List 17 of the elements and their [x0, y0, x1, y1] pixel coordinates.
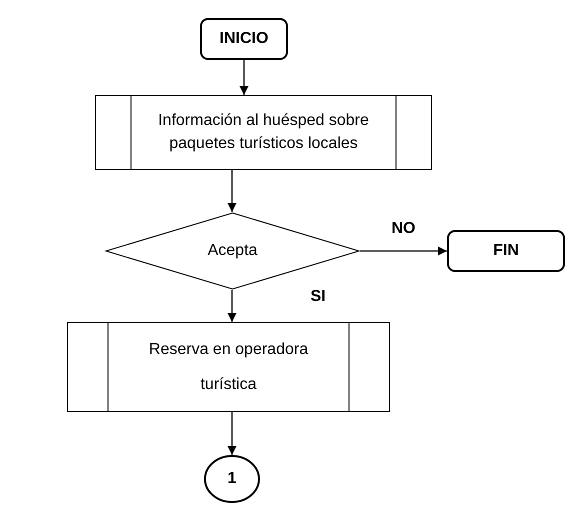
- node-text: 1: [228, 468, 236, 489]
- decision-diamond: [105, 212, 360, 290]
- node-text: Información al huésped sobre paquetes turísticos locales: [157, 111, 370, 154]
- node-text: Acepta: [208, 240, 258, 261]
- arrow: [360, 246, 447, 256]
- arrow: [228, 290, 236, 322]
- terminal-box: [200, 18, 288, 60]
- predefined-process-box: [67, 322, 390, 412]
- arrow: [228, 412, 236, 455]
- connector-circle: [204, 455, 260, 503]
- arrow: [240, 60, 248, 95]
- node-text: Reserva en operadora turística: [148, 340, 310, 395]
- terminal-box: [447, 230, 565, 272]
- node-text: INICIO: [220, 28, 268, 49]
- arrow: [228, 170, 236, 212]
- predefined-process-box: [95, 95, 432, 170]
- node-text: FIN: [493, 240, 519, 261]
